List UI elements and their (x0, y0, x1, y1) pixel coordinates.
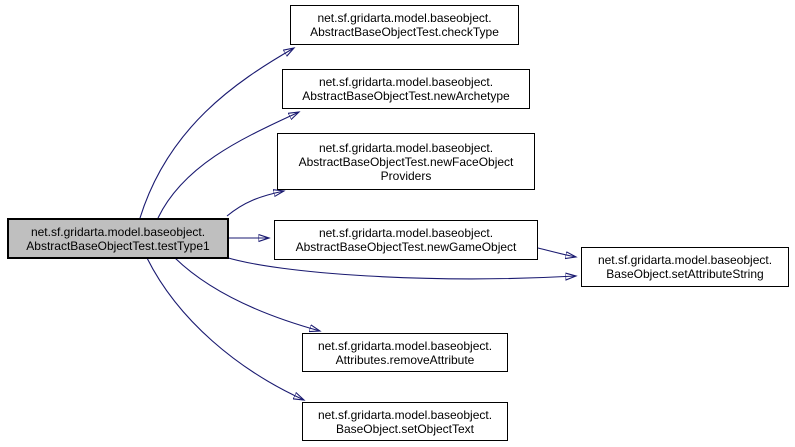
node-label-line: Providers (380, 168, 432, 183)
node-label-line: AbstractBaseObjectTest.testType1 (26, 238, 210, 253)
edge-testType1-newArchetype (157, 112, 299, 219)
node-label-line: AbstractBaseObjectTest.newFaceObject (298, 154, 514, 169)
node-setAttributeString[interactable]: net.sf.gridarta.model.baseobject. BaseOb… (581, 247, 789, 287)
edge-newGameObject-setAttributeString (537, 247, 576, 257)
node-label-line: BaseObject.setObjectText (335, 421, 475, 436)
node-label-line: AbstractBaseObjectTest.newArchetype (302, 89, 510, 103)
node-label-line: AbstractBaseObjectTest.newGameObject (295, 240, 517, 254)
edge-testType1-checkType (139, 48, 294, 219)
node-newArchetype[interactable]: net.sf.gridarta.model.baseobject. Abstra… (282, 69, 530, 109)
node-label-line: net.sf.gridarta.model.baseobject. (318, 140, 494, 155)
node-label-line: net.sf.gridarta.model.baseobject. (317, 11, 492, 25)
node-label-line: net.sf.gridarta.model.baseobject. (30, 224, 206, 239)
node-removeAttribute[interactable]: net.sf.gridarta.model.baseobject. Attrib… (302, 333, 508, 372)
node-newFaceObjectProviders[interactable]: net.sf.gridarta.model.baseobject. Abstra… (277, 133, 535, 190)
edge-testType1-setAttributeString (224, 256, 576, 279)
node-label-line: net.sf.gridarta.model.baseobject. (318, 75, 494, 89)
node-checkType[interactable]: net.sf.gridarta.model.baseobject. Abstra… (290, 5, 519, 45)
node-label-line: net.sf.gridarta.model.baseobject. (317, 338, 493, 353)
node-label-line: AbstractBaseObjectTest.checkType (310, 25, 499, 39)
edge-testType1-setObjectText (146, 257, 304, 400)
node-label-line: net.sf.gridarta.model.baseobject. (317, 407, 493, 422)
edge-testType1-newFaceObjectProviders (226, 191, 284, 217)
node-label-line: net.sf.gridarta.model.baseobject. (597, 253, 773, 267)
node-label-line: BaseObject.setAttributeString (606, 267, 764, 281)
edge-testType1-removeAttribute (174, 257, 320, 331)
node-testType1: net.sf.gridarta.model.baseobject. Abstra… (7, 218, 229, 259)
node-newGameObject[interactable]: net.sf.gridarta.model.baseobject. Abstra… (274, 220, 538, 260)
node-setObjectText[interactable]: net.sf.gridarta.model.baseobject. BaseOb… (302, 402, 508, 441)
node-label-line: net.sf.gridarta.model.baseobject. (318, 226, 494, 240)
node-label-line: Attributes.removeAttribute (335, 352, 475, 367)
